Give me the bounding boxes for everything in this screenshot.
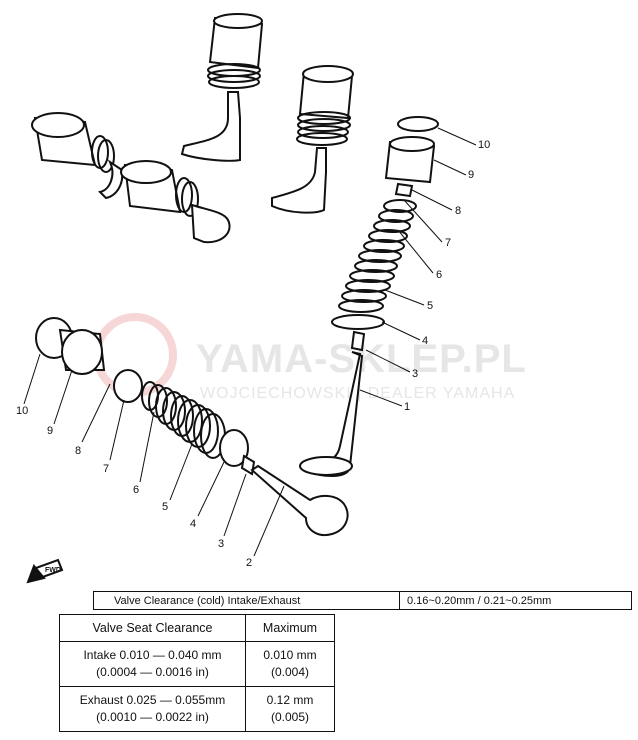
callout-lower-7: 7 (103, 463, 109, 475)
callout-lower-5: 5 (162, 501, 168, 513)
fwd-arrow: FWD (26, 558, 64, 584)
exhaust-max-cell: 0.12 mm (0.005) (245, 686, 335, 732)
callouts-upper: 10 9 8 7 6 5 4 3 1 (404, 139, 490, 413)
callout-lower-9: 9 (47, 425, 53, 437)
callout-lower-3: 3 (218, 538, 224, 550)
valve-seat-header: Valve Seat Clearance (59, 614, 246, 642)
valve-seat-table: Valve Seat Clearance Maximum Intake 0.01… (59, 614, 335, 732)
callouts-lower: 10 9 8 7 6 5 4 3 2 (16, 405, 252, 569)
maximum-header: Maximum (245, 614, 335, 642)
exhaust-spec-cell: Exhaust 0.025 — 0.055mm (0.0010 — 0.0022… (59, 686, 246, 732)
valve-exploded-diagram: YAMA-SKLEP.PL WOJCIECHOWSKI | DEALER YAM… (16, 13, 526, 584)
callout-lower-4: 4 (190, 518, 196, 530)
assembled-valve-left-2 (120, 160, 231, 244)
retainer-lower (113, 369, 143, 403)
valve-lower (250, 464, 349, 536)
callout-upper-4: 4 (422, 335, 428, 347)
callout-upper-5: 5 (427, 300, 433, 312)
assembled-valve-top-1 (180, 13, 264, 162)
callout-upper-10: 10 (478, 139, 490, 151)
leader-lines (23, 127, 477, 557)
fwd-label: FWD (45, 567, 61, 574)
intake-spec-cell: Intake 0.010 — 0.040 mm (0.0004 — 0.0016… (59, 641, 246, 687)
callout-lower-8: 8 (75, 445, 81, 457)
callout-upper-6: 6 (436, 269, 442, 281)
table-row: Intake 0.010 — 0.040 mm (0.0004 — 0.0016… (59, 641, 335, 687)
assembled-valve-top-2 (271, 65, 354, 214)
callout-lower-10: 10 (16, 405, 28, 417)
exhaust-spec: Exhaust 0.025 — 0.055mm (79, 693, 226, 707)
callout-upper-1: 1 (404, 401, 410, 413)
spring-upper (338, 199, 417, 313)
spring-seat-lower (219, 429, 249, 467)
table-row: Exhaust 0.025 — 0.055mm (0.0010 — 0.0022… (59, 686, 335, 732)
callout-lower-6: 6 (133, 484, 139, 496)
callout-upper-7: 7 (445, 237, 451, 249)
intake-spec: Intake 0.010 — 0.040 mm (83, 648, 222, 662)
exhaust-spec-in: (0.0010 — 0.0022 in) (96, 710, 209, 724)
callout-upper-3: 3 (412, 368, 418, 380)
retainer-upper (394, 182, 414, 198)
spring-lower (141, 381, 226, 459)
exploded-valve-upper (299, 116, 439, 478)
assembled-valve-left-1 (31, 112, 124, 200)
valve-clearance-row: Valve Clearance (cold) Intake/Exhaust 0.… (93, 591, 632, 610)
callout-upper-9: 9 (468, 169, 474, 181)
intake-max-cell: 0.010 mm (0.004) (245, 641, 335, 687)
intake-spec-in: (0.0004 — 0.0016 in) (96, 665, 209, 679)
callout-lower-2: 2 (246, 557, 252, 569)
exhaust-max-in: (0.005) (270, 710, 310, 724)
valve-clearance-label: Valve Clearance (cold) Intake/Exhaust (94, 592, 400, 609)
valve-clearance-value: 0.16~0.20mm / 0.21~0.25mm (407, 595, 552, 607)
valve-seat-header-row: Valve Seat Clearance Maximum (59, 614, 335, 642)
spring-seat-upper (331, 314, 385, 330)
intake-max: 0.010 mm (263, 648, 317, 662)
callout-upper-8: 8 (455, 205, 461, 217)
shim-upper (397, 116, 439, 132)
intake-max-in: (0.004) (270, 665, 310, 679)
seal-upper (350, 330, 366, 352)
exploded-valve-lower (35, 317, 349, 536)
exhaust-max: 0.12 mm (266, 693, 314, 707)
